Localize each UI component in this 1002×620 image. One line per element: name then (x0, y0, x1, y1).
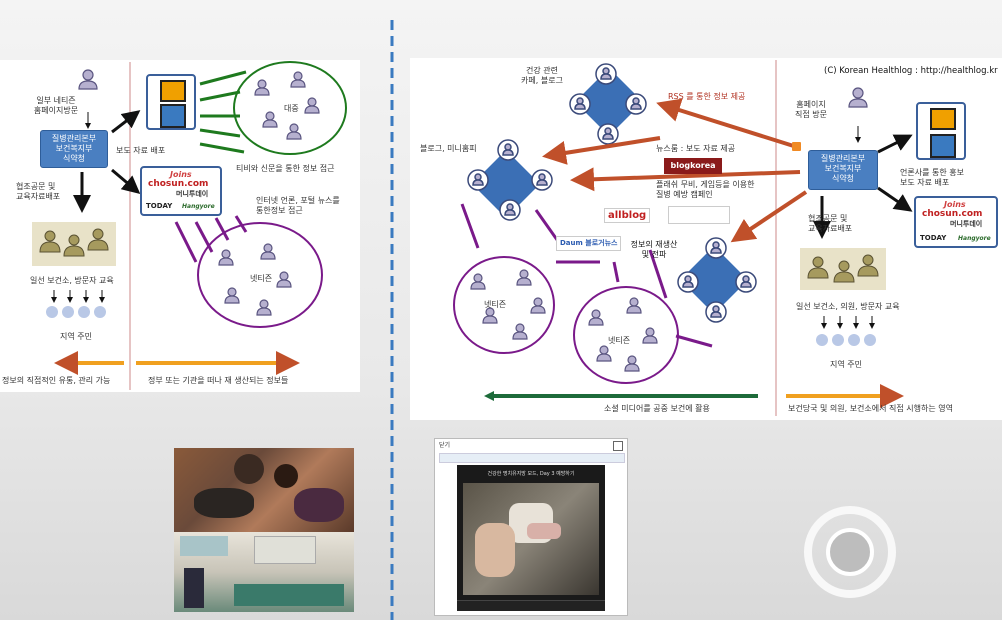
netizen-people-right (470, 269, 658, 372)
node-people (467, 63, 757, 323)
cooperation-label-right: 협조공문 및 교육자료배포 (808, 214, 853, 233)
agency-box-right: 질병관리본부 보건복지부 식약청 (808, 150, 878, 190)
video-toolbar (439, 453, 625, 463)
joins-logo: Joins (170, 170, 192, 179)
newsroom-label: 뉴스룸 : 보도 자료 제공 (656, 144, 736, 153)
health-blog-label: 건강 관련 카페, 블로그 (521, 66, 563, 85)
node-cluster-right (680, 246, 748, 314)
video-window-title: 닫기 (439, 442, 451, 449)
tv-news-label: 티비와 신문을 통한 정보 접근 (236, 164, 335, 173)
person-icon-right (848, 87, 868, 108)
person-label: 일부 네티즌 홈페이지방문 (33, 96, 79, 115)
local-residents-label: 지역 주민 (60, 332, 92, 341)
tv-icon-right (930, 108, 956, 130)
field-education-label: 일선 보건소, 방문자 교육 (30, 276, 114, 285)
internet-news-label: 인터넷 언론, 포털 뉴스를 통한정보 접근 (256, 196, 340, 215)
window-close-icon[interactable] (613, 441, 623, 451)
blogkorea-logo: blogkorea (664, 158, 722, 174)
homepage-visit-label: 홈페이지 직접 방문 (795, 100, 827, 119)
reproduced-info-label: 정부 또는 기관을 떠나 재 생산되는 정보들 (148, 376, 289, 385)
allblog-logo: allblog (604, 208, 651, 223)
joins-logo-right: Joins (944, 200, 966, 209)
rss-label: RSS 를 통한 정보 제공 (668, 92, 746, 101)
blog-minihompy-label: 블로그, 미니홈피 (420, 144, 477, 153)
agency-box: 질병관리본부 보건복지부 식약청 (40, 130, 108, 168)
hangyore-logo-right: Hangyore (958, 235, 991, 242)
direct-comm-label: 보건당국 및 의원, 보건소에서 직접 시행하는 영역 (788, 404, 953, 413)
video-frame[interactable]: 건강한 명치유지방 모드, Day 3 예방하기 (457, 465, 605, 611)
rss-icon (792, 142, 801, 151)
chosun-logo: chosun.com (148, 179, 209, 189)
video-controls[interactable] (457, 600, 605, 611)
press-promo-label: 언론사를 통한 홍보 보도 자료 배포 (900, 168, 964, 187)
press-box-right: Joins chosun.com 머니투데이 TODAY Hangyore (914, 196, 998, 248)
netizen-label: 넷티즌 (250, 274, 273, 283)
press-release-label: 보도 자료 배포 (116, 146, 166, 155)
flash-campaign-label: 플래쉬 무비, 게임등을 이용한 질병 예방 캠페인 (656, 180, 755, 199)
person-icon (78, 69, 98, 90)
daum-logo: Daum 블로거뉴스 (556, 236, 622, 251)
hangyore-logo: Hangyore (182, 203, 215, 210)
public-people (254, 71, 320, 140)
tv-media-box-right (916, 102, 966, 160)
video-caption: 건강한 명치유지방 모드, Day 3 예방하기 (487, 471, 575, 477)
rewrite-label: 정보의 재생산 및 전파 (630, 240, 678, 259)
today-logo-right: TODAY (920, 234, 947, 242)
field-education-label-right: 일선 보건소, 의원, 방문자 교육 (796, 302, 900, 311)
chosun-logo-right: chosun.com (922, 209, 983, 219)
newspaper-icon-right (930, 134, 956, 158)
netizen-label-2: 넷티즌 (608, 336, 631, 345)
netizen-label-1: 넷티즌 (484, 300, 507, 309)
classroom-photo-top (174, 448, 354, 532)
netizen-people (218, 243, 292, 316)
bookmark-logo (668, 206, 730, 224)
classroom-photo-bottom (174, 532, 354, 612)
tv-icon (160, 80, 186, 102)
social-media-label: 소셜 미디어를 공중 보건에 활용 (604, 404, 710, 413)
public-label: 대중 (284, 104, 299, 113)
copyright-label: (C) Korean Healthlog : http://healthlog.… (824, 66, 998, 76)
online-media-box: Joins chosun.com 머니투데이 TODAY Hangyore (140, 166, 222, 216)
money-logo-right: 머니투데이 (950, 220, 983, 228)
decorative-circle (804, 506, 896, 598)
today-logo: TODAY (146, 202, 173, 210)
video-player-window: 닫기 건강한 명치유지방 모드, Day 3 예방하기 (434, 438, 628, 616)
cooperation-label: 협조공문 및 교육자료배포 (16, 182, 61, 201)
newspaper-icon (160, 104, 186, 128)
tv-media-box (146, 74, 196, 130)
video-content (463, 483, 599, 595)
direct-flow-label: 정보의 직접적인 유통, 관리 가능 (2, 376, 111, 385)
money-logo: 머니투데이 (176, 190, 209, 198)
local-residents-label-right: 지역 주민 (830, 360, 862, 369)
